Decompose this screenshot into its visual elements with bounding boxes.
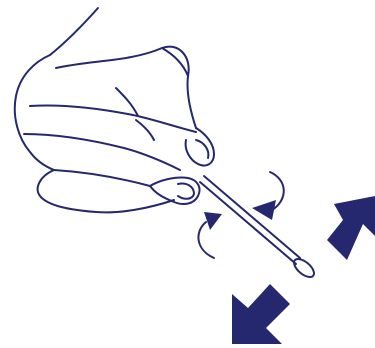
rotate-counterclockwise-arrow-icon — [198, 212, 222, 258]
arrow-down-left-shape — [232, 284, 290, 344]
swab-stick-icon — [200, 176, 317, 280]
thumb-nail — [178, 183, 194, 198]
finger-index — [56, 47, 196, 128]
wrist-line-upper — [50, 8, 98, 55]
palm-crease-2 — [136, 120, 154, 140]
finger-ring — [24, 134, 180, 170]
swab-tip — [291, 256, 317, 281]
wrist-line-lower — [162, 48, 188, 76]
index-nail — [196, 140, 208, 158]
direction-arrow-up-right-icon — [327, 196, 375, 260]
hand-icon — [15, 8, 214, 212]
direction-arrow-down-left-icon — [232, 284, 290, 344]
finger-little — [54, 170, 150, 186]
finger-middle — [30, 105, 196, 132]
index-fingertip — [186, 128, 214, 166]
rotate-arrow-head-lower — [204, 212, 222, 230]
rotate-clockwise-arrow-icon — [252, 172, 284, 220]
rotate-arrow-head-upper — [252, 200, 276, 220]
arrow-up-right-shape — [327, 196, 375, 260]
